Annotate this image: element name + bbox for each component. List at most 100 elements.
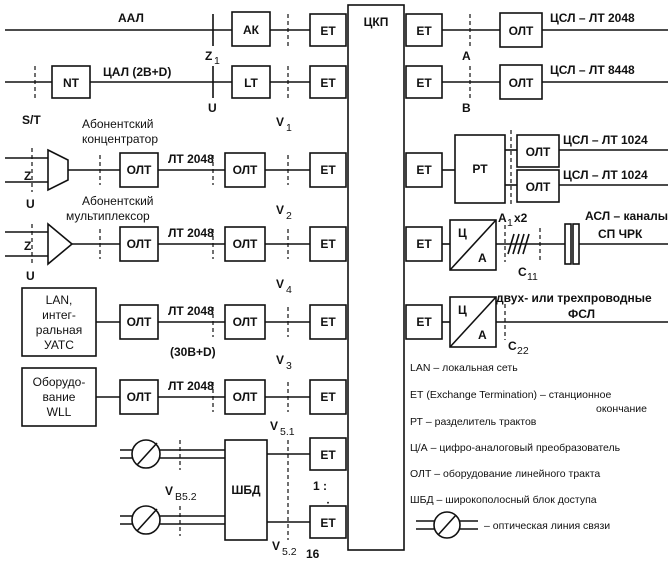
- tsal-label: ЦАЛ (2B+D): [103, 65, 171, 79]
- asl-hatch-4: [522, 233, 530, 255]
- et-right-2-label: ЕТ: [416, 76, 432, 90]
- ak-block: [231, 11, 271, 47]
- multiplexer-label-2: мультиплексор: [66, 209, 150, 223]
- et-row7b: [309, 505, 347, 539]
- optical-gauge-1-needle: [136, 442, 158, 466]
- v3-label: V: [276, 353, 284, 367]
- et-row6-label: ЕТ: [320, 390, 336, 404]
- multiplexer-shape: [47, 222, 74, 266]
- lt-label: LT: [244, 76, 258, 90]
- olt-r4a-label: ОЛТ: [127, 237, 152, 251]
- asl-label-2: СП ЧРК: [598, 227, 643, 241]
- lt2048-r3: ЛТ 2048: [168, 152, 214, 166]
- olt-r5a: [119, 304, 159, 340]
- cl2048-label: ЦСЛ – ЛТ 2048: [550, 11, 635, 25]
- fsl-label-1: двух- или трехпроводные: [496, 291, 652, 305]
- a1x2-label: A: [498, 211, 507, 225]
- ak-label: АК: [243, 23, 260, 37]
- b-label: B: [462, 101, 471, 115]
- et-right-1-label: ЕТ: [416, 24, 432, 38]
- a1x2-sub: 1: [507, 217, 513, 229]
- lan-line3: ральная: [36, 323, 82, 337]
- et-row4-label: ЕТ: [320, 237, 336, 251]
- cl8448-label: ЦСЛ – ЛТ 8448: [550, 63, 635, 77]
- et-row2: [309, 65, 347, 99]
- olt-right-3a: [516, 134, 560, 168]
- a-label: A: [462, 49, 471, 63]
- a1x2-tail: x2: [514, 211, 528, 225]
- et-dots: 1 :: [313, 479, 327, 493]
- olt-r5b: [224, 304, 266, 340]
- sixteen-label: 16: [306, 547, 320, 561]
- wll-line3: WLL: [47, 405, 72, 419]
- da-block-1-c: Ц: [458, 226, 467, 240]
- asl-hatch-3: [517, 233, 525, 255]
- olt-right-1: [499, 12, 543, 48]
- u-label-2: U: [26, 269, 35, 283]
- v2-label: V: [276, 203, 284, 217]
- vb52-sub: B5.2: [175, 491, 197, 503]
- et-row5: [309, 304, 347, 340]
- concentrator-label-1: Абонентский: [82, 117, 154, 131]
- et-right-3: [405, 152, 443, 188]
- et-row5-label: ЕТ: [320, 315, 336, 329]
- et-row1: [309, 13, 347, 47]
- da-block-2-c: Ц: [458, 303, 467, 317]
- ckp-label: ЦКП: [364, 15, 389, 29]
- lan-line4: УАТС: [44, 338, 74, 352]
- et-row3-label: ЕТ: [320, 163, 336, 177]
- lan-block: [21, 287, 97, 357]
- olt-right-3a-label: ОЛТ: [526, 145, 551, 159]
- z1-sub: 1: [214, 55, 220, 67]
- da-block-1-a: А: [478, 251, 487, 265]
- legend-item-da: Ц/А – цифро-аналоговый преобразователь: [410, 442, 621, 454]
- olt-right-3b: [516, 169, 560, 203]
- shbd-label: ШБД: [231, 483, 261, 497]
- v52-sub: 5.2: [282, 546, 297, 558]
- v51-label: V: [270, 419, 278, 433]
- olt-r3a-label: ОЛТ: [127, 163, 152, 177]
- v1-sub: 1: [286, 122, 292, 134]
- v4-sub: 4: [286, 284, 292, 296]
- c11-sub: 11: [527, 271, 538, 283]
- et-row4: [309, 226, 347, 262]
- olt-r4b-label: ОЛТ: [233, 237, 258, 251]
- v4-label: V: [276, 277, 284, 291]
- st-label: S/T: [22, 113, 41, 127]
- c22-label: C: [508, 339, 517, 353]
- asl-hatch-2: [512, 233, 520, 255]
- vb52-label: V: [165, 484, 173, 498]
- da-block-2-diag: [449, 296, 497, 348]
- legend-item-olt: ОЛТ – оборудование линейного тракта: [410, 468, 600, 480]
- legend-item-lan: LAN – локальная сеть: [410, 362, 518, 374]
- et-row6: [309, 379, 347, 415]
- legend-item-pt: РТ – разделитель трактов: [410, 416, 537, 428]
- z-label-1: Z: [24, 169, 31, 183]
- olt-r3b: [224, 152, 266, 188]
- et-row2-label: ЕТ: [320, 76, 336, 90]
- wll-line1: Оборудо-: [33, 375, 86, 389]
- b30d-label: (30В+D): [170, 345, 216, 359]
- wll-block: [21, 367, 97, 427]
- asl-hatch-1: [507, 233, 515, 255]
- olt-right-1-label: ОЛТ: [509, 24, 534, 38]
- c11-label: C: [518, 265, 527, 279]
- et-right-4-label: ЕТ: [416, 237, 432, 251]
- v3-sub: 3: [286, 360, 292, 372]
- et-row1-label: ЕТ: [320, 24, 336, 38]
- u-label-1: U: [26, 197, 35, 211]
- multiplexer-label-1: Абонентский: [82, 194, 154, 208]
- fsl-label-2: ФСЛ: [568, 307, 595, 321]
- v1-label: V: [276, 115, 284, 129]
- optical-gauge-2-needle: [136, 508, 158, 532]
- et-dots-2: :: [326, 497, 330, 511]
- olt-right-3b-label: ОЛТ: [526, 180, 551, 194]
- da-block-1-diag: [449, 219, 497, 271]
- z-label-2: Z: [24, 239, 31, 253]
- asl-termination-1: [564, 223, 572, 265]
- cl1024-label-1: ЦСЛ – ЛТ 1024: [563, 133, 648, 147]
- legend-item-optical: – оптическая линия связи: [484, 520, 610, 532]
- legend-item-shbd: ШБД – широкополосный блок доступа: [410, 494, 597, 506]
- u-label: U: [208, 101, 217, 115]
